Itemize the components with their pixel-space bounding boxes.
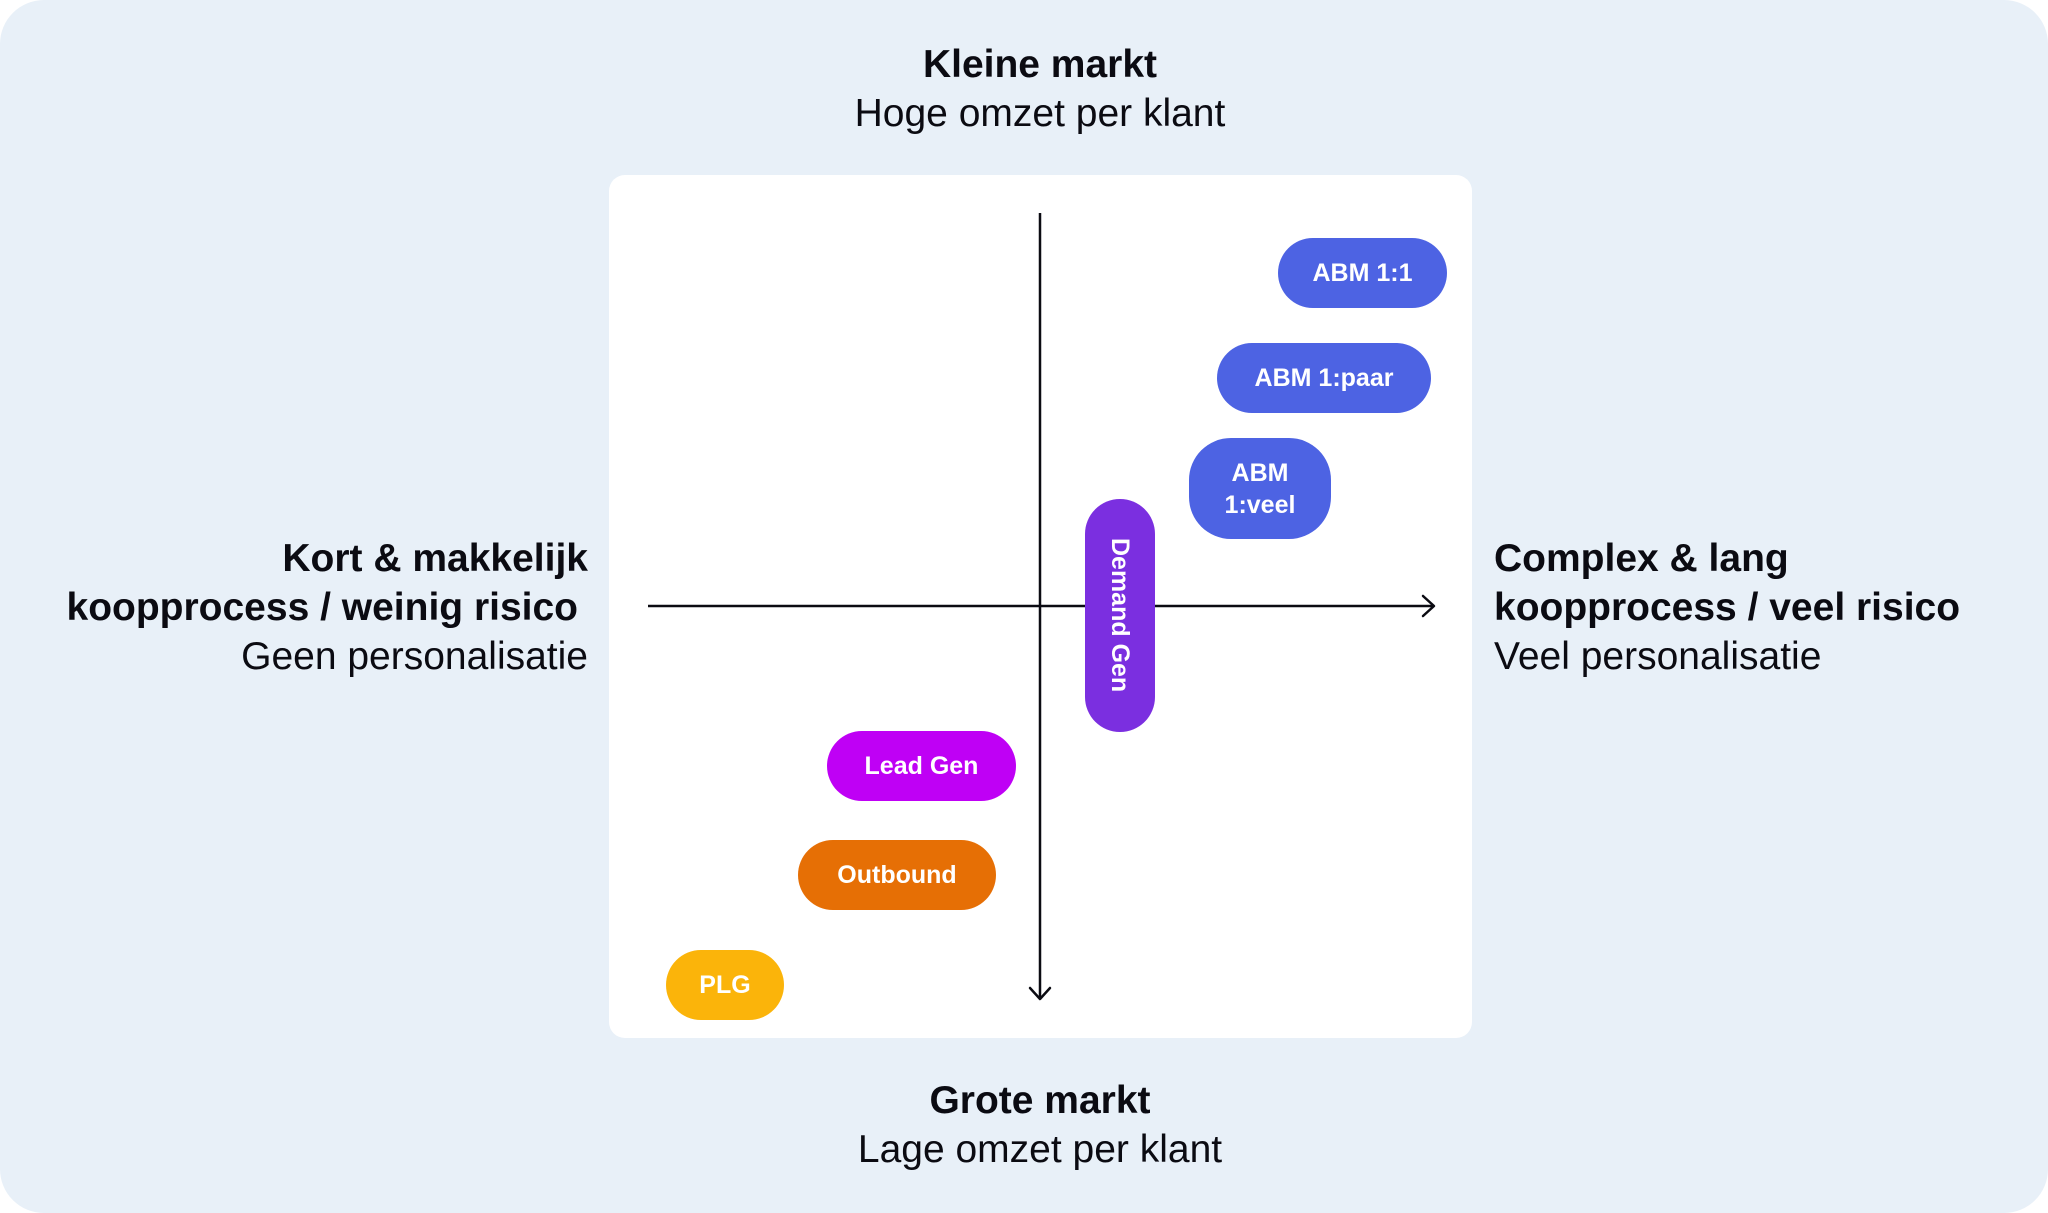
pill-demand-gen-label: Demand Gen: [1106, 538, 1134, 693]
top-axis-subtitle: Hoge omzet per klant: [854, 92, 1226, 135]
quadrant-axes: [648, 213, 1436, 1001]
left-axis-title-line1: Kort & makkelijk: [282, 537, 588, 580]
bottom-axis-title: Grote markt: [929, 1079, 1151, 1122]
pill-abm-1-paar-label: ABM 1:paar: [1254, 364, 1394, 392]
right-axis-title-line1: Complex & lang: [1494, 537, 1789, 580]
pill-abm-1-1-label: ABM 1:1: [1312, 259, 1413, 287]
pill-demand-gen: Demand Gen: [1085, 499, 1155, 732]
pill-abm-1-1: ABM 1:1: [1278, 238, 1447, 308]
bottom-axis-subtitle: Lage omzet per klant: [857, 1128, 1223, 1171]
pill-lead-gen: Lead Gen: [827, 731, 1016, 801]
bottom-axis-label: Grote markt Lage omzet per klant: [640, 1076, 1440, 1174]
right-axis-title-line2: koopprocess / veel risico: [1494, 586, 1961, 629]
pill-abm-1-veel-line1: ABM: [1231, 458, 1289, 487]
pill-plg: PLG: [666, 950, 784, 1020]
pill-abm-1-veel: ABM 1:veel: [1189, 438, 1331, 539]
left-axis-label: Kort & makkelijk koopprocess / weinig ri…: [20, 534, 588, 681]
right-axis-subtitle: Veel personalisatie: [1494, 635, 1822, 678]
top-axis-title: Kleine markt: [922, 43, 1158, 86]
top-axis-label: Kleine markt Hoge omzet per klant: [640, 40, 1440, 138]
quadrant-panel: ABM 1:1 ABM 1:paar ABM 1:veel Demand Gen…: [609, 175, 1472, 1038]
pill-outbound: Outbound: [798, 840, 996, 910]
pill-lead-gen-label: Lead Gen: [864, 752, 979, 780]
left-axis-title-line2: koopprocess / weinig risico: [66, 586, 578, 629]
pill-plg-label: PLG: [699, 971, 751, 999]
pill-outbound-label: Outbound: [837, 861, 957, 889]
pill-abm-1-paar: ABM 1:paar: [1217, 343, 1431, 413]
horizontal-axis-arrowhead: [1421, 594, 1436, 618]
left-axis-subtitle: Geen personalisatie: [241, 635, 588, 678]
right-axis-label: Complex & lang koopprocess / veel risico…: [1494, 534, 2034, 681]
vertical-axis-arrowhead: [1028, 986, 1052, 1001]
pill-abm-1-veel-line2: 1:veel: [1224, 490, 1296, 519]
